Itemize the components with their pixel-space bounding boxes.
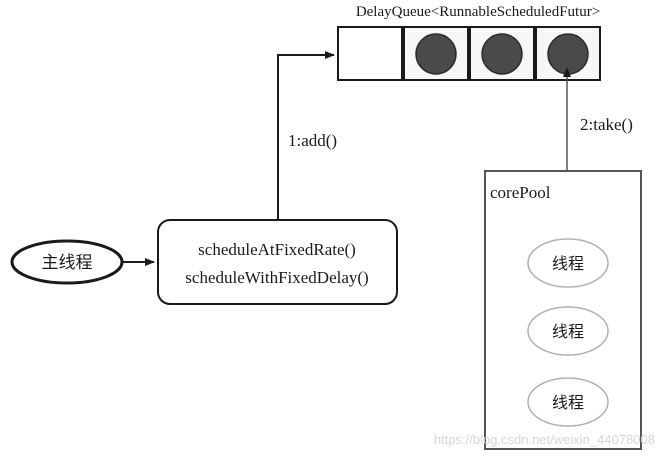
add-edge-label: 1:add() — [288, 131, 337, 150]
delay-queue — [337, 26, 601, 81]
pool-thread-label: 线程 — [552, 393, 584, 412]
watermark-text: https://blog.csdn.net/weixin_44078008 — [434, 432, 655, 447]
pool-thread-label: 线程 — [552, 254, 584, 273]
queue-title: DelayQueue<RunnableScheduledFutur> — [356, 4, 600, 20]
main-thread-label: 主线程 — [42, 253, 93, 273]
pool-thread-node — [527, 377, 609, 427]
schedule-at-fixed-rate-label: scheduleAtFixedRate() — [198, 240, 356, 259]
schedule-with-fixed-delay-label: scheduleWithFixedDelay() — [185, 268, 368, 287]
queued-task-circle — [481, 33, 523, 75]
pool-thread-label: 线程 — [552, 322, 584, 341]
queued-task-circle — [415, 33, 457, 75]
schedule-methods-box — [157, 219, 398, 305]
queue-slot-empty — [337, 26, 403, 81]
pool-thread-node — [527, 238, 609, 288]
add-edge-arrow — [277, 51, 335, 220]
core-pool-label: corePool — [490, 183, 551, 202]
queued-task-circle — [547, 33, 589, 75]
pool-thread-node — [527, 306, 609, 356]
take-edge-label: 2:take() — [580, 115, 633, 134]
